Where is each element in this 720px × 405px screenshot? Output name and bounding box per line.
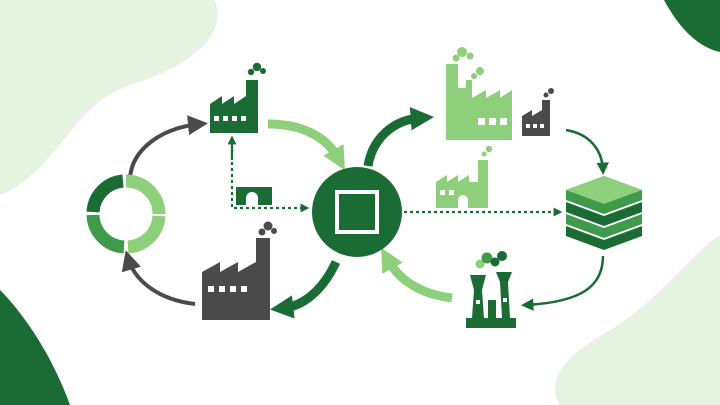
arrow-bottom-factory-to-ring	[121, 250, 196, 306]
bg-blob-top-right-dark	[664, 0, 720, 52]
layer-stack-icon	[566, 176, 642, 250]
arrow-ring-to-top-factory	[128, 115, 208, 179]
building-small-icon	[236, 187, 272, 205]
arrow-top-factory-to-hub	[267, 119, 345, 171]
bg-blob-top-left	[0, 0, 218, 195]
factory-bottom-left-icon	[202, 221, 277, 320]
arrow-small-factory-to-layers	[565, 128, 609, 175]
bg-blob-bottom-left-dark	[0, 290, 70, 405]
factory-top-right-large-icon	[446, 47, 512, 140]
arrow-hub-to-bottom-factory	[270, 260, 341, 319]
recycle-ring-icon	[86, 174, 166, 254]
hub-node	[312, 167, 402, 257]
bg-blob-bottom-right	[555, 235, 720, 405]
arrow-hub-to-top-right-factory	[363, 107, 435, 167]
factory-middle-right-icon	[436, 145, 493, 208]
power-plant-icon	[466, 251, 516, 328]
arrow-layers-to-power-plant	[521, 255, 605, 311]
factory-top-right-small-icon	[522, 88, 554, 136]
factory-top-left-icon	[210, 62, 266, 133]
arrow-power-plant-to-hub	[381, 247, 453, 303]
